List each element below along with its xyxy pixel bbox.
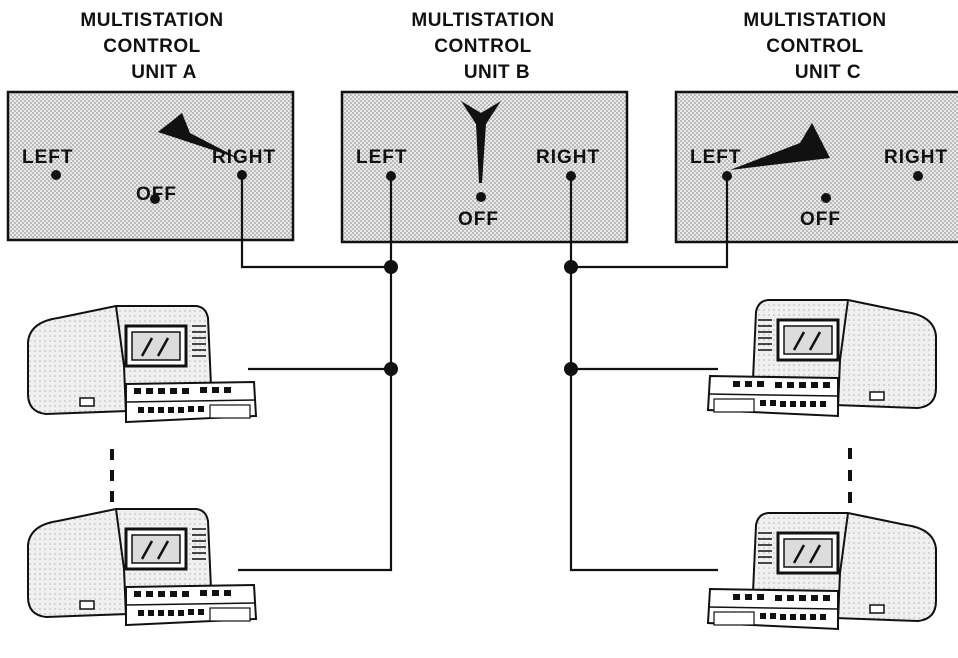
unit-b-switch-pointer xyxy=(461,101,501,183)
unit-a-off-contact xyxy=(150,194,160,204)
unit-a-right-label: RIGHT xyxy=(212,147,276,168)
unit-a-title-line-2: CONTROL xyxy=(103,36,200,57)
unit-c-left-label: LEFT xyxy=(690,147,742,168)
unit-c-right-contact xyxy=(913,171,923,181)
unit-a-left-label: LEFT xyxy=(22,147,74,168)
control-unit-c: MULTISTATION CONTROL UNIT C LEFT RIGHT O… xyxy=(674,10,958,244)
unit-c-title-line-3: UNIT C xyxy=(795,62,861,83)
control-unit-b: MULTISTATION CONTROL UNIT B LEFT RIGHT O… xyxy=(340,10,629,244)
unit-c-off-contact xyxy=(821,193,831,203)
unit-a-switch-pointer xyxy=(158,113,240,159)
unit-c-panel xyxy=(674,90,958,244)
unit-a-title-line-1: MULTISTATION xyxy=(80,10,223,31)
bus-right xyxy=(569,176,718,572)
unit-b-off-label: OFF xyxy=(458,209,499,230)
unit-b-title-line-3: UNIT B xyxy=(464,62,530,83)
unit-c-off-label: OFF xyxy=(800,209,841,230)
unit-b-title-line-2: CONTROL xyxy=(434,36,531,57)
terminal-right-top xyxy=(706,298,938,418)
unit-b-panel xyxy=(340,90,629,244)
terminal-right-bottom xyxy=(706,511,938,631)
wire-unit-a-right xyxy=(240,175,391,269)
junction-left-mid xyxy=(384,362,398,376)
junction-right-mid xyxy=(564,362,578,376)
bus-left xyxy=(238,176,393,572)
unit-c-right-label: RIGHT xyxy=(884,147,948,168)
junction-left-top xyxy=(384,260,398,274)
unit-c-switch-pointer xyxy=(730,123,830,170)
junction-right-top xyxy=(564,260,578,274)
unit-a-panel xyxy=(6,90,295,242)
unit-b-right-label: RIGHT xyxy=(536,147,600,168)
wire-unit-c-left xyxy=(571,176,729,269)
terminal-left-bottom xyxy=(26,507,258,627)
wire-junctions xyxy=(384,260,578,376)
unit-b-left-label: LEFT xyxy=(356,147,408,168)
unit-b-title-line-1: MULTISTATION xyxy=(411,10,554,31)
control-unit-a: MULTISTATION CONTROL UNIT A LEFT RIGHT O… xyxy=(6,10,295,242)
unit-c-title-line-1: MULTISTATION xyxy=(743,10,886,31)
unit-c-title-line-2: CONTROL xyxy=(766,36,863,57)
unit-a-title-line-3: UNIT A xyxy=(131,62,197,83)
terminal-left-top xyxy=(26,304,258,424)
wiring xyxy=(238,175,729,572)
unit-b-off-contact xyxy=(476,192,486,202)
unit-a-left-contact xyxy=(51,170,61,180)
